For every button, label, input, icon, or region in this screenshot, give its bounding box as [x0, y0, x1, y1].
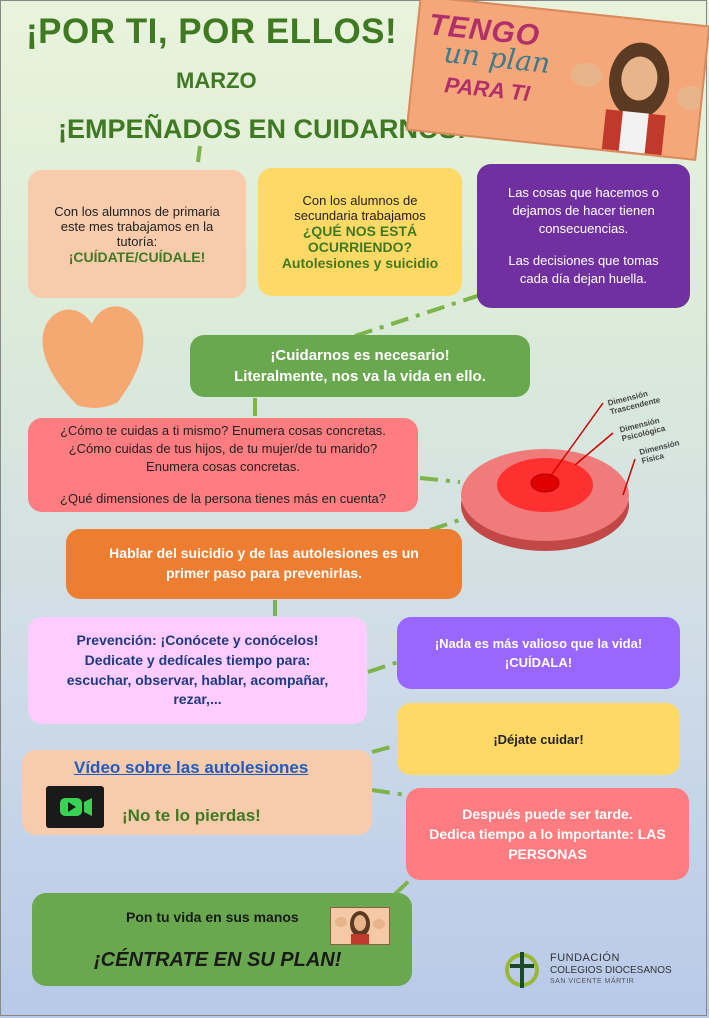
video-cta: ¡No te lo pierdas!: [122, 806, 261, 825]
prevencion-line-2: Dedicate y dedícales tiempo para: escuch…: [66, 651, 329, 708]
preguntas-line-3: Enumera cosas concretas.: [146, 459, 300, 474]
box-video: Vídeo sobre las autolesiones ¡No te lo p…: [22, 750, 372, 835]
hablar-text: Hablar del suicidio y de las autolesione…: [109, 545, 419, 581]
primaria-highlight: ¡CUÍDATE/CUÍDALE!: [68, 248, 206, 265]
plan-line-2: ¡CÉNTRATE EN SU PLAN!: [94, 949, 342, 971]
consecuencias-line-1: Las cosas que hacemos o dejamos de hacer…: [507, 184, 660, 236]
prevencion-line-1: Prevención: ¡Conócete y conócelos!: [76, 632, 319, 649]
preguntas-line-4: ¿Qué dimensiones de la persona tienes má…: [60, 490, 386, 506]
jesus-thumbnail: [330, 907, 390, 945]
secundaria-highlight-1: ¿QUÉ NOS ESTÁ OCURRIENDO?: [302, 223, 418, 255]
heart-shape: [42, 306, 144, 408]
jesus-illustration: [570, 42, 705, 156]
banner-text-para-ti: PARA TI: [443, 72, 532, 107]
tengo-un-plan-banner: TENGO un plan PARA TI: [405, 0, 709, 161]
consecuencias-line-2: Las decisiones que tomas cada día dejan …: [508, 253, 659, 287]
tarde-line-1: Después puede ser tarde.: [462, 805, 633, 822]
video-camera-icon[interactable]: [46, 786, 104, 828]
box-necesario: ¡Cuidarnos es necesario! Literalmente, n…: [190, 335, 530, 397]
preguntas-line-2: ¿Cómo cuidas de tus hijos, de tu mujer/d…: [68, 441, 378, 457]
page-subtitle: ¡EMPEÑADOS EN CUIDARNOS!: [58, 114, 467, 144]
dejate-text: ¡Déjate cuidar!: [493, 731, 584, 747]
box-preguntas: ¿Cómo te cuidas a ti mismo? Enumera cosa…: [28, 418, 418, 512]
box-hablar: Hablar del suicidio y de las autolesione…: [66, 529, 462, 599]
box-tarde: Después puede ser tarde. Dedica tiempo a…: [406, 788, 689, 880]
secundaria-highlight-2: Autolesiones y suicidio: [281, 255, 439, 271]
primaria-text: Con los alumnos de primaria este mes tra…: [54, 203, 220, 249]
box-plan: Pon tu vida en sus manos ¡CÉNTRATE EN SU…: [32, 893, 412, 986]
box-primaria: Con los alumnos de primaria este mes tra…: [28, 170, 246, 298]
box-valioso: ¡Nada es más valioso que la vida! ¡CUÍDA…: [397, 617, 680, 689]
month-label: MARZO: [176, 68, 257, 93]
preguntas-line-1: ¿Cómo te cuidas a ti mismo? Enumera cosa…: [60, 423, 386, 439]
video-link[interactable]: Vídeo sobre las autolesiones: [74, 758, 309, 777]
logo-line-3: SAN VICENTE MÁRTIR: [550, 978, 635, 985]
box-secundaria: Con los alumnos de secundaria trabajamos…: [258, 168, 462, 296]
box-prevencion: Prevención: ¡Conócete y conócelos! Dedic…: [28, 617, 367, 724]
plan-line-1: Pon tu vida en sus manos: [126, 909, 299, 925]
necesario-line-1: ¡Cuidarnos es necesario!: [270, 347, 450, 364]
box-consecuencias: Las cosas que hacemos o dejamos de hacer…: [477, 164, 690, 308]
dimensions-diagram: [461, 402, 636, 551]
page-title: ¡POR TI, POR ELLOS!: [26, 12, 398, 51]
necesario-line-2: Literalmente, nos va la vida en ello.: [234, 368, 486, 385]
secundaria-text: Con los alumnos de secundaria trabajamos: [294, 193, 426, 223]
tarde-line-2: Dedica tiempo a lo importante: LAS PERSO…: [429, 825, 666, 863]
valioso-line-1: ¡Nada es más valioso que la vida!: [434, 635, 643, 651]
box-dejate: ¡Déjate cuidar!: [397, 703, 680, 775]
valioso-line-2: ¡CUÍDALA!: [504, 655, 573, 670]
cross-circle-icon: [505, 952, 539, 988]
logo-line-2: COLEGIOS DIOCESANOS: [550, 965, 672, 976]
fundacion-logo: FUNDACIÓN COLEGIOS DIOCESANOS SAN VICENT…: [502, 948, 692, 992]
logo-line-1: FUNDACIÓN: [550, 952, 620, 964]
